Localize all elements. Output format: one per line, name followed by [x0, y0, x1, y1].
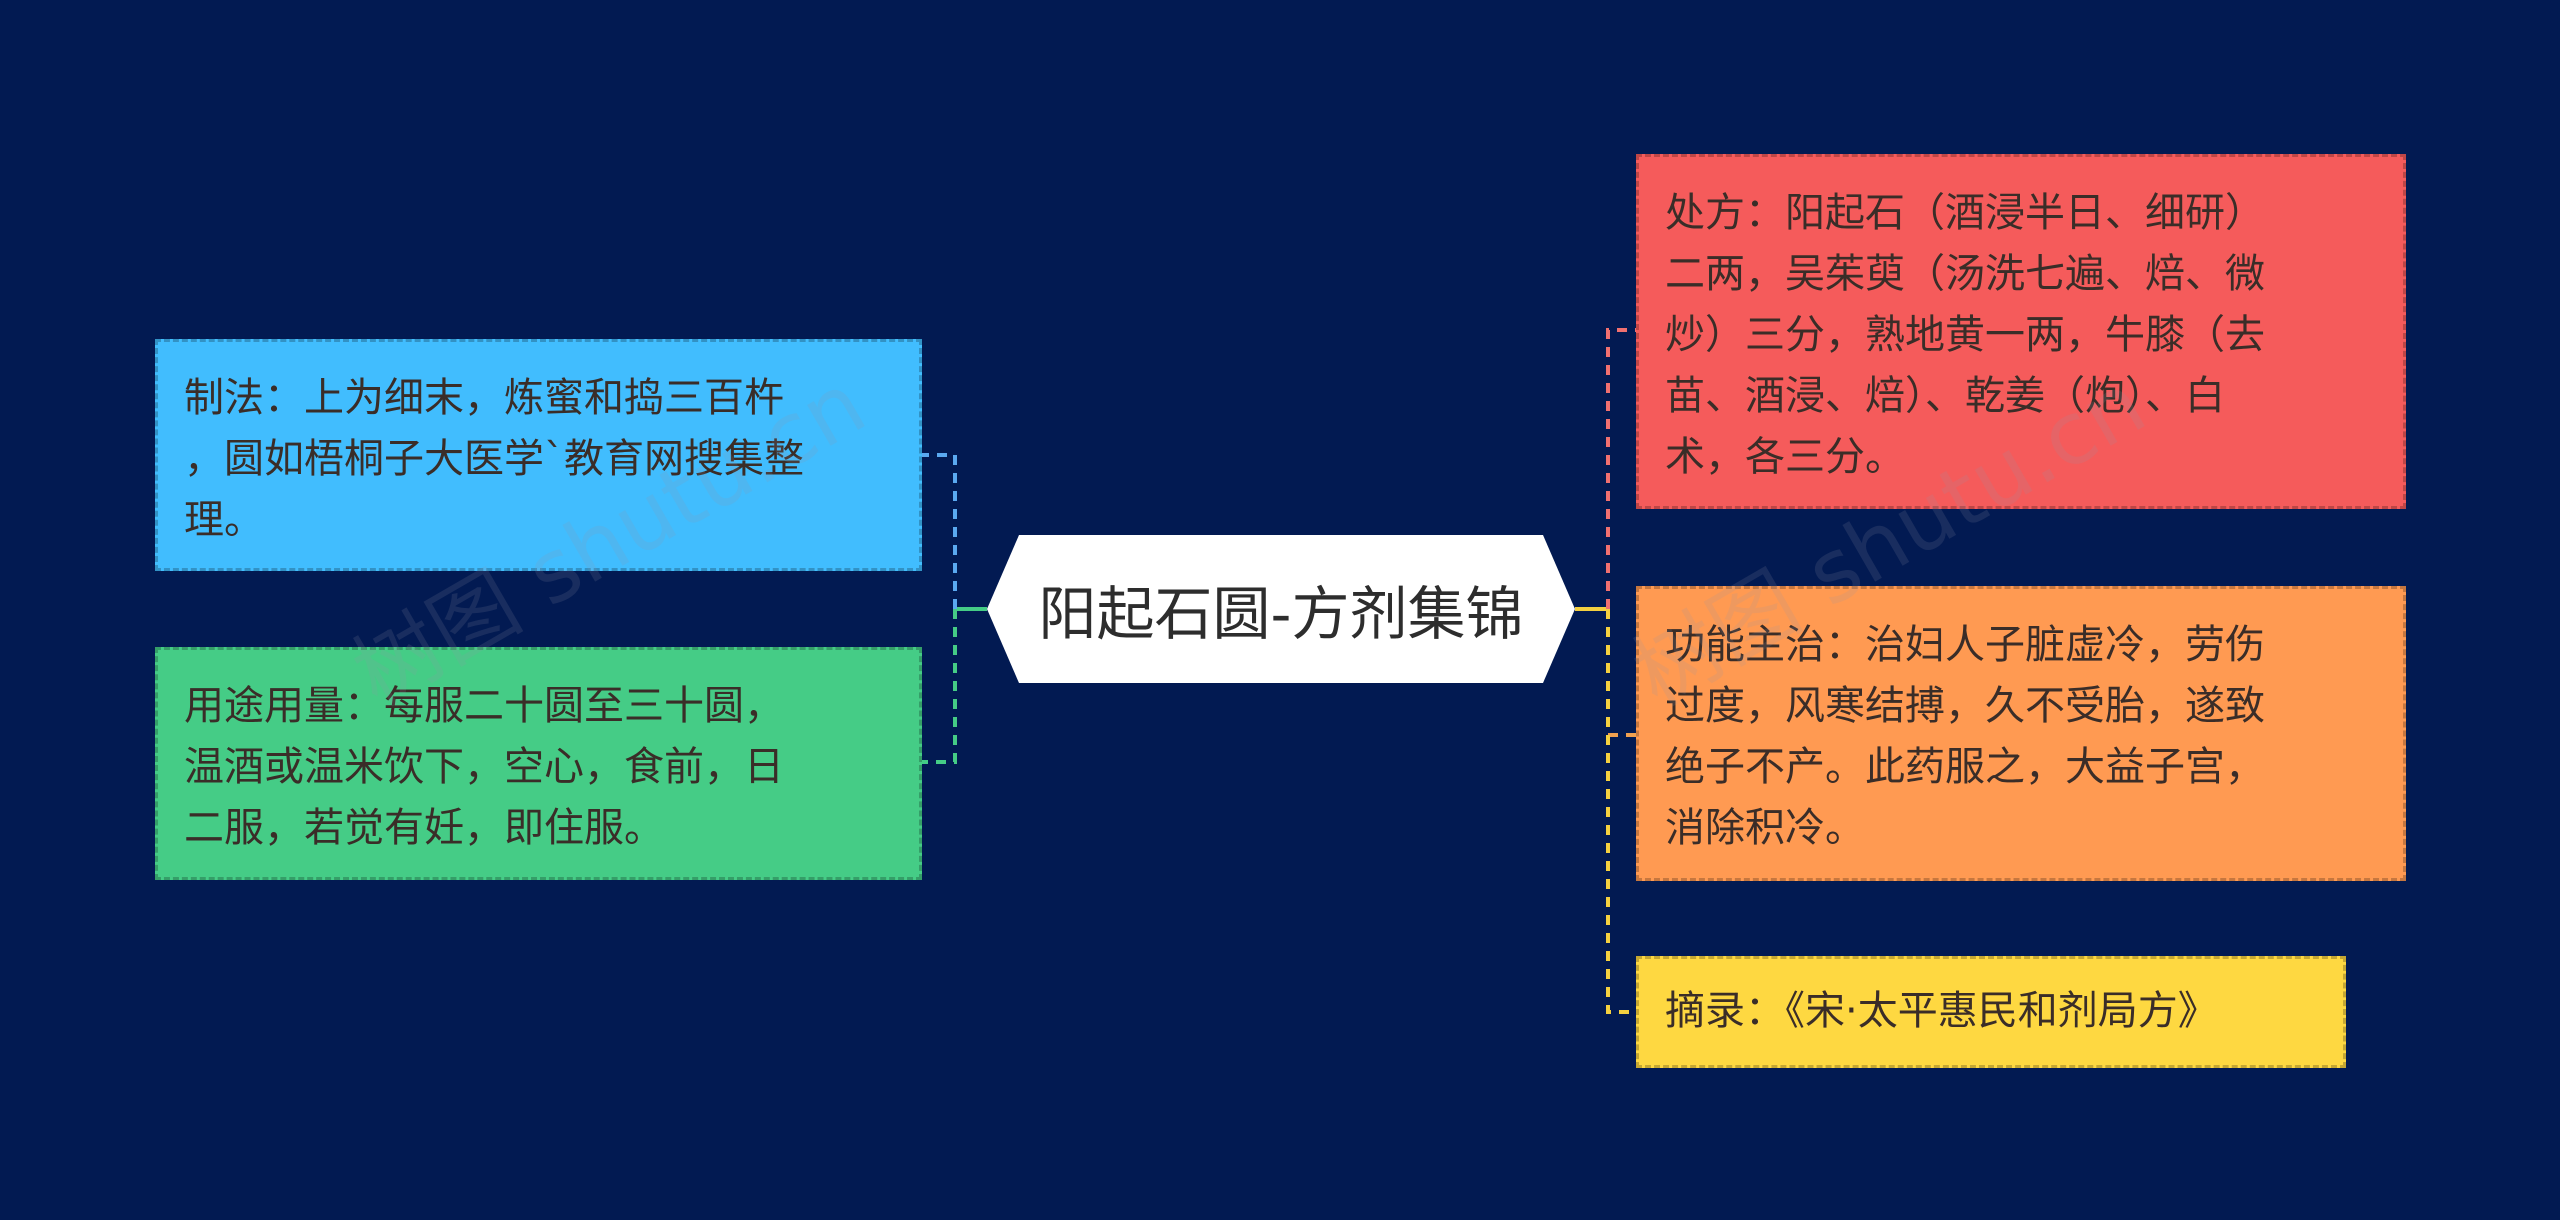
node-text-line: 温酒或温米饮下，空心，食前，日	[184, 744, 784, 790]
node-usage-dosage[interactable]: 用途用量：每服二十圆至三十圆， 温酒或温米饮下，空心，食前，日 二服，若觉有妊，…	[155, 647, 922, 880]
central-topic[interactable]: 阳起石圆-方剂集锦	[987, 535, 1575, 683]
node-text-line: 过度，风寒结搏，久不受胎，遂致	[1665, 683, 2265, 729]
node-text-line: 摘录：《宋·太平惠民和剂局方》	[1665, 988, 2218, 1034]
connector-right-1	[1606, 328, 1636, 609]
node-text-line: 术，各三分。	[1665, 434, 1905, 480]
central-topic-shape	[987, 535, 1575, 683]
connector-right-2	[1606, 609, 1636, 737]
node-text-line: 苗、酒浸、焙）、乾姜（炮）、白	[1665, 373, 2225, 419]
connector-left-2	[922, 609, 957, 764]
node-text-line: 绝子不产。此药服之，大益子宫，	[1665, 744, 2265, 790]
central-topic-title: 阳起石圆-方剂集锦	[1038, 580, 1524, 648]
node-text-line: 理。	[184, 497, 264, 543]
node-source[interactable]: 摘录：《宋·太平惠民和剂局方》	[1636, 956, 2346, 1068]
node-text-line: 处方：阳起石（酒浸半日、细研）	[1665, 190, 2265, 236]
node-preparation[interactable]: 制法：上为细末，炼蜜和捣三百杵 ，圆如梧桐子大医学`教育网搜集整 理。	[155, 339, 922, 571]
node-text-line: 炒）三分，熟地黄一两，牛膝（去	[1665, 312, 2265, 358]
node-text-line: ，圆如梧桐子大医学`教育网搜集整	[184, 436, 804, 482]
node-indications[interactable]: 功能主治：治妇人子脏虚冷，劳伤 过度，风寒结搏，久不受胎，遂致 绝子不产。此药服…	[1636, 586, 2406, 881]
connector-right-3	[1606, 609, 1636, 1014]
node-text-line: 二服，若觉有妊，即住服。	[184, 805, 664, 851]
node-text-line: 消除积冷。	[1665, 805, 1865, 851]
node-text-line: 二两，吴茱萸（汤洗七遍、焙、微	[1665, 251, 2265, 297]
node-text-line: 制法：上为细末，炼蜜和捣三百杵	[184, 375, 784, 421]
node-text-line: 用途用量：每服二十圆至三十圆，	[184, 683, 784, 729]
node-text-line: 功能主治：治妇人子脏虚冷，劳伤	[1665, 622, 2265, 668]
connector-left-1	[922, 453, 957, 609]
node-prescription[interactable]: 处方：阳起石（酒浸半日、细研） 二两，吴茱萸（汤洗七遍、焙、微 炒）三分，熟地黄…	[1636, 154, 2406, 509]
